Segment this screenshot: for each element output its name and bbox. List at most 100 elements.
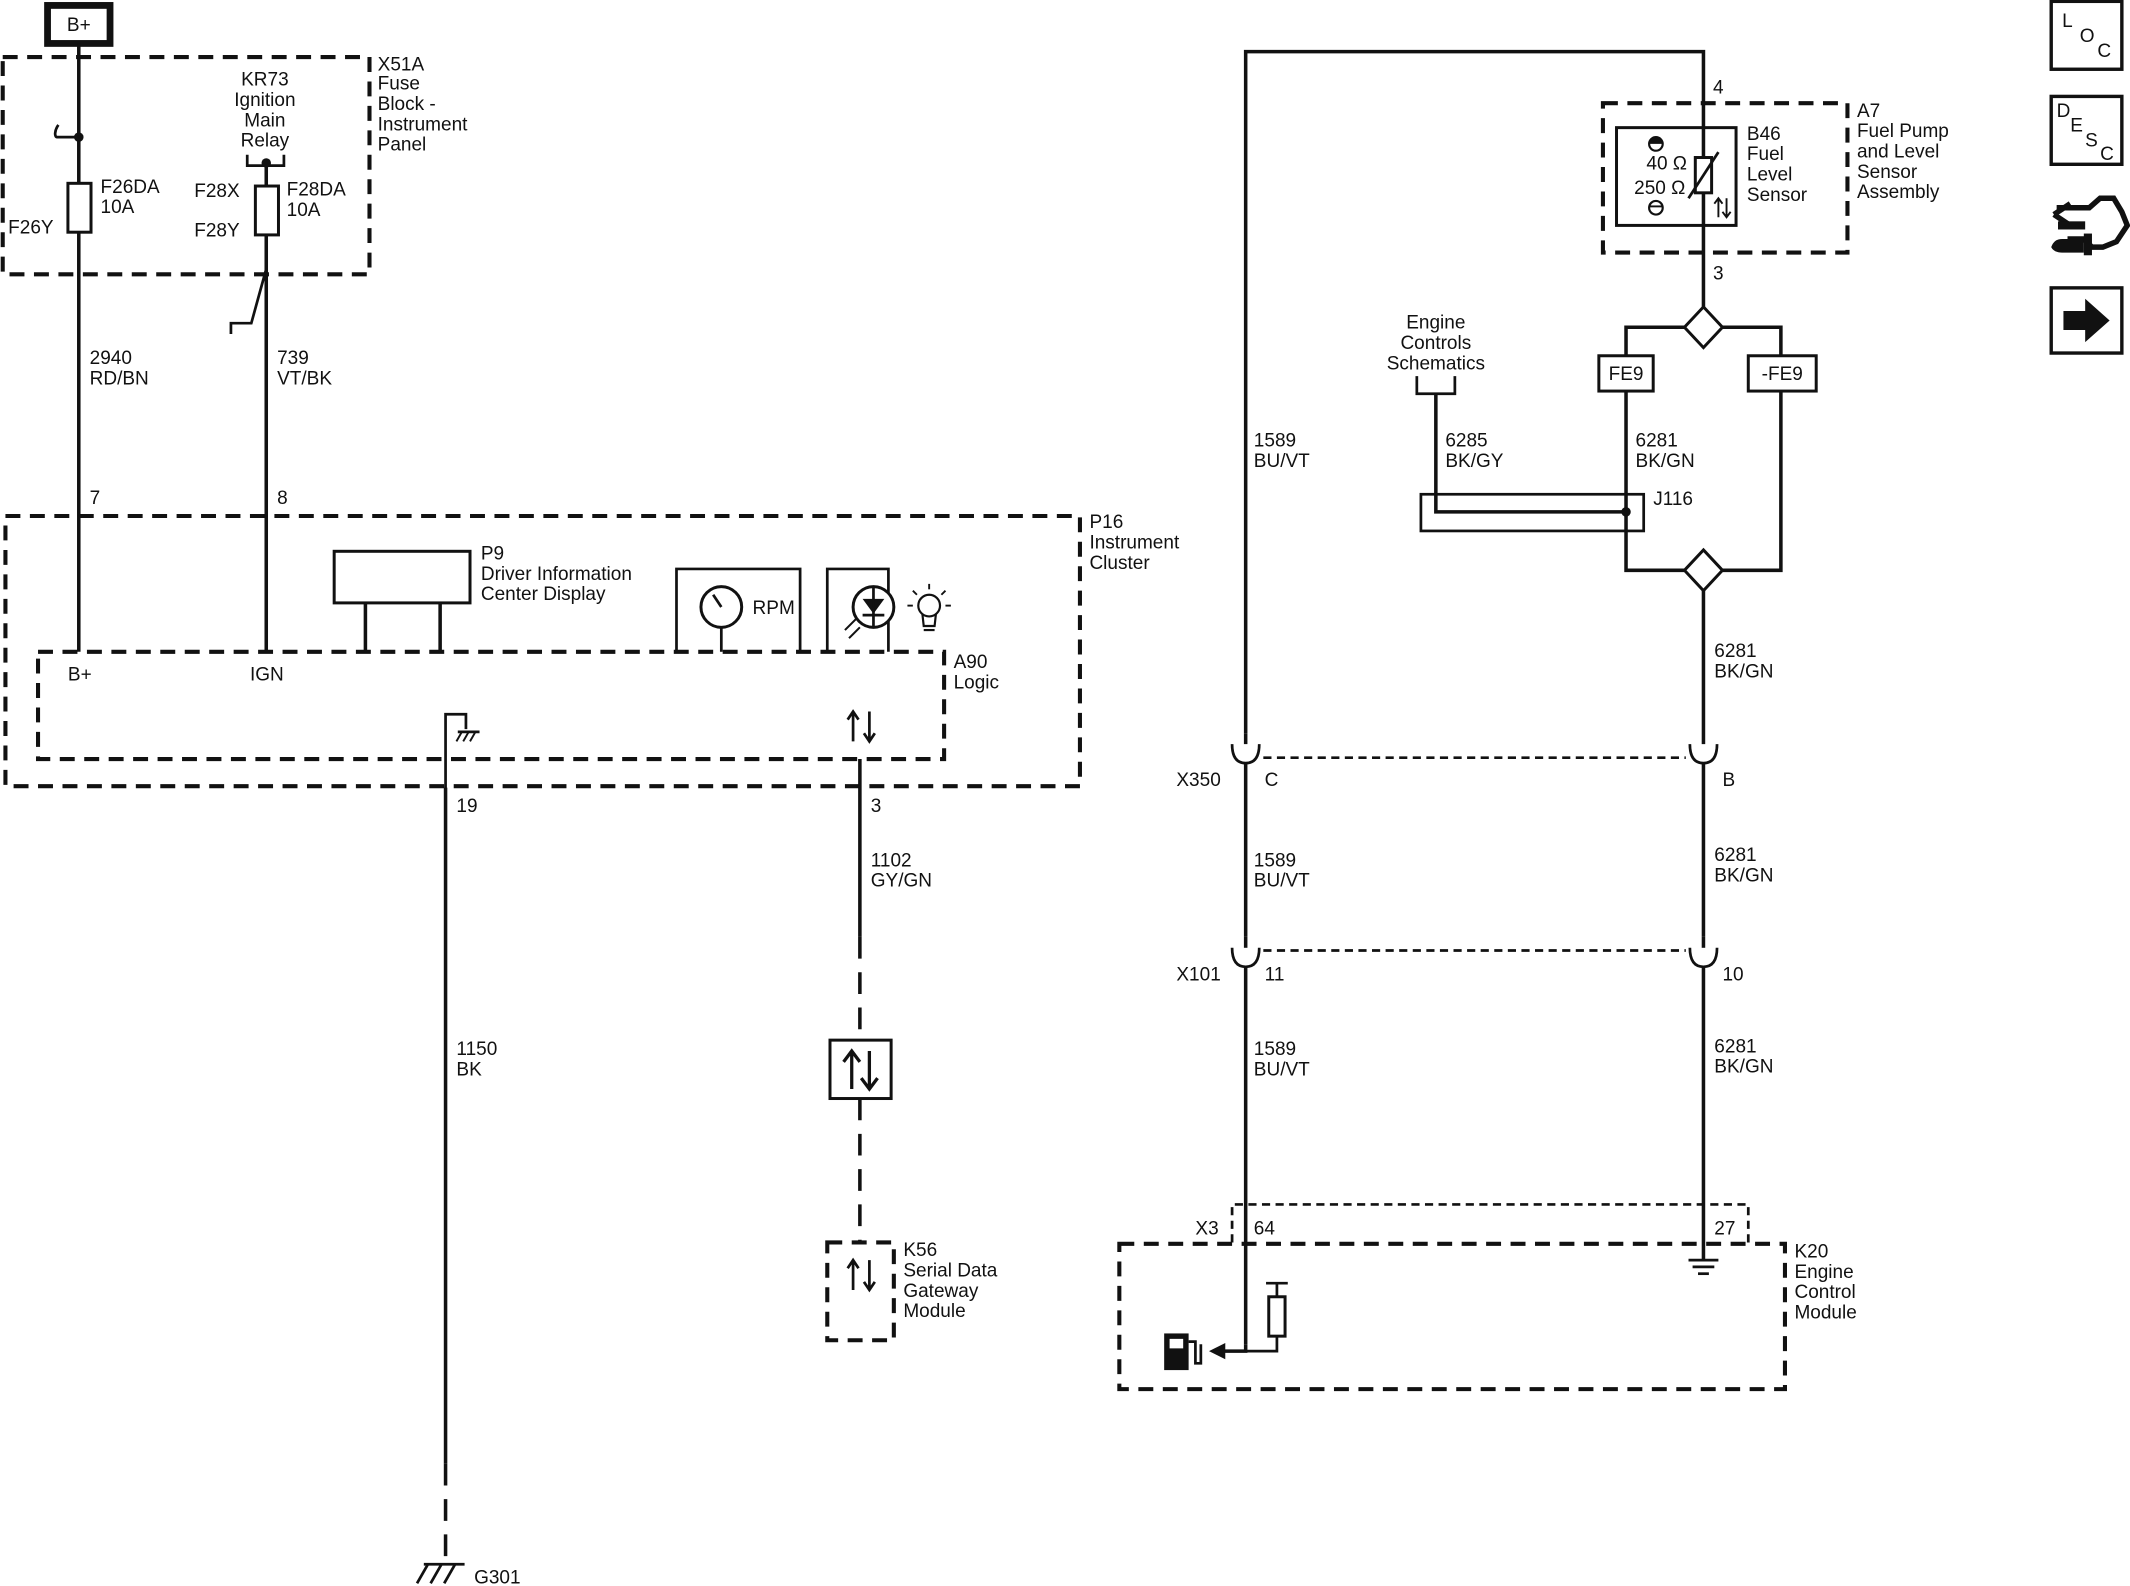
sensor-id: B46 (1747, 124, 1781, 145)
w6285-color: BK/GY (1445, 451, 1503, 472)
cluster-ground-symbol (444, 712, 480, 802)
fuel-pump-icon (1164, 1333, 1203, 1371)
w1150-color: BK (456, 1059, 482, 1080)
fuse2-pin-in: F28X (194, 181, 240, 202)
loc-button[interactable]: L O C (2049, 0, 2124, 71)
w1589-color-a: BU/VT (1254, 451, 1310, 472)
sensor-r-empty: 250 Ω (1634, 178, 1685, 199)
cluster-name-1: Cluster (1089, 553, 1150, 574)
sensor-name-1: Level (1747, 165, 1792, 186)
sensor-pin-bottom: 3 (1713, 264, 1724, 285)
w6281-color-d: BK/GN (1714, 1057, 1773, 1078)
sensor-name-0: Fuel (1747, 144, 1784, 165)
logic-ign: IGN (250, 664, 284, 685)
cluster-pin-data: 3 (871, 796, 882, 817)
cluster-pin-bplus: 7 (90, 488, 101, 509)
ground-id: G301 (474, 1567, 520, 1586)
w6281-num-b: 6281 (1714, 641, 1756, 662)
next-button[interactable] (2049, 286, 2124, 355)
cluster-pin-ign: 8 (277, 488, 288, 509)
w6281-num-c: 6281 (1714, 845, 1756, 866)
assembly-name-1: and Level (1857, 142, 1939, 163)
fuse-block-name-1: Block - (378, 94, 436, 115)
ecm-name-2: Module (1794, 1303, 1856, 1324)
ecm-name-0: Engine (1794, 1262, 1853, 1283)
w6281-num-a: 6281 (1636, 431, 1678, 452)
w1589-num-b: 1589 (1254, 850, 1296, 871)
fuse2-pin-out: F28Y (194, 220, 240, 241)
cluster-name-0: Instrument (1089, 533, 1179, 554)
w6285-num: 6285 (1445, 431, 1487, 452)
desc-letter-d: D (2057, 101, 2071, 122)
w1102-num: 1102 (871, 850, 912, 871)
x101-id: X101 (1176, 964, 1220, 985)
fuse2-id: F28DA (287, 180, 346, 201)
x3-id: X3 (1195, 1218, 1218, 1239)
logic-a90: B+ IGN A90 Logic (35, 649, 999, 762)
relay-name-2: Relay (241, 131, 290, 152)
engine-controls-2: Schematics (1387, 353, 1485, 374)
x350-pin-left: C (1265, 770, 1279, 791)
connector-x3: X3 64 27 (1195, 1203, 1750, 1243)
ecm-name-1: Control (1794, 1282, 1855, 1303)
fuse-block-id: X51A (378, 55, 425, 76)
fuse-block-name-2: Instrument (378, 114, 468, 135)
desc-button[interactable]: D E S C (2049, 94, 2124, 167)
relay-name-1: Main (244, 110, 285, 131)
splice-j116: J116 (1419, 489, 1693, 533)
ecm-k20: K20 Engine Control Module (1117, 1241, 1857, 1392)
desc-letter-c: C (2100, 144, 2114, 165)
fuse1-rating: 10A (101, 197, 135, 218)
fuse-block-name-3: Panel (378, 135, 427, 156)
connector-x101: X101 11 10 (1176, 936, 1744, 1345)
indicator-led (825, 567, 896, 652)
fuse1-pin-out: F26Y (8, 218, 54, 239)
w1150-num: 1150 (456, 1039, 497, 1060)
logic-name: Logic (954, 672, 999, 693)
fuel-pump-assembly-a7: A7 Fuel Pump and Level Sensor Assembly (1600, 101, 1949, 255)
w739-color: VT/BK (277, 368, 332, 389)
display-id: P9 (481, 543, 504, 564)
sensor-name-2: Sensor (1747, 185, 1808, 206)
ecm-id: K20 (1794, 1241, 1828, 1262)
loc-letter-l: L (2062, 11, 2073, 32)
option-not-fe9: -FE9 (1762, 364, 1803, 385)
fuel-signal-wire: 4 (1243, 49, 1724, 734)
loc-letter-c: C (2097, 41, 2111, 62)
assembly-id: A7 (1857, 101, 1880, 122)
w2940-num: 2940 (90, 348, 132, 369)
instrument-cluster-p16: P16 Instrument Cluster (3, 512, 1180, 789)
gateway-id: K56 (903, 1240, 937, 1261)
x101-pin-left: 11 (1265, 964, 1285, 985)
x3-pin-right: 27 (1714, 1218, 1735, 1239)
relay-kr73: KR73 Ignition Main Relay (234, 70, 296, 187)
gateway-k56: K56 Serial Data Gateway Module (825, 1240, 998, 1343)
w1589-color-b: BU/VT (1254, 871, 1310, 892)
sensor-pin-top: 4 (1713, 78, 1724, 99)
gateway-name-2: Module (903, 1301, 965, 1322)
loc-letter-o: O (2080, 26, 2095, 47)
sensor-r-full: 40 Ω (1646, 154, 1687, 175)
ecm-ground-symbol (1688, 1258, 1719, 1276)
connector-x350: X350 C B (1176, 733, 1735, 937)
cluster-id: P16 (1089, 512, 1123, 533)
sensor-ground-path: 3 FE9 -FE9 6281 BK/GN 6281 BK/GN (1597, 225, 1818, 745)
relay-id: KR73 (241, 70, 289, 91)
engine-controls-1: Controls (1400, 333, 1471, 354)
w1589-num-c: 1589 (1254, 1039, 1296, 1060)
x350-id: X350 (1176, 770, 1220, 791)
fuse-f28da: F28DA 10A F28X F28Y (194, 180, 346, 652)
rpm-label: RPM (753, 598, 795, 619)
connector-wrench-button[interactable] (2048, 184, 2130, 267)
fuse-f26da: F26DA 10A F26Y (8, 57, 160, 652)
desc-letter-s: S (2085, 131, 2098, 152)
w6281-color-b: BK/GN (1714, 662, 1773, 683)
display-p9: P9 Driver Information Center Display (332, 543, 632, 652)
x350-pin-right: B (1722, 770, 1735, 791)
w1589-num-a: 1589 (1254, 431, 1296, 452)
rpm-gauge: RPM (675, 567, 802, 652)
logic-id: A90 (954, 652, 988, 673)
x3-pin-left: 64 (1254, 1218, 1276, 1239)
w1589-color-c: BU/VT (1254, 1059, 1310, 1080)
w6281-color-c: BK/GN (1714, 865, 1773, 886)
